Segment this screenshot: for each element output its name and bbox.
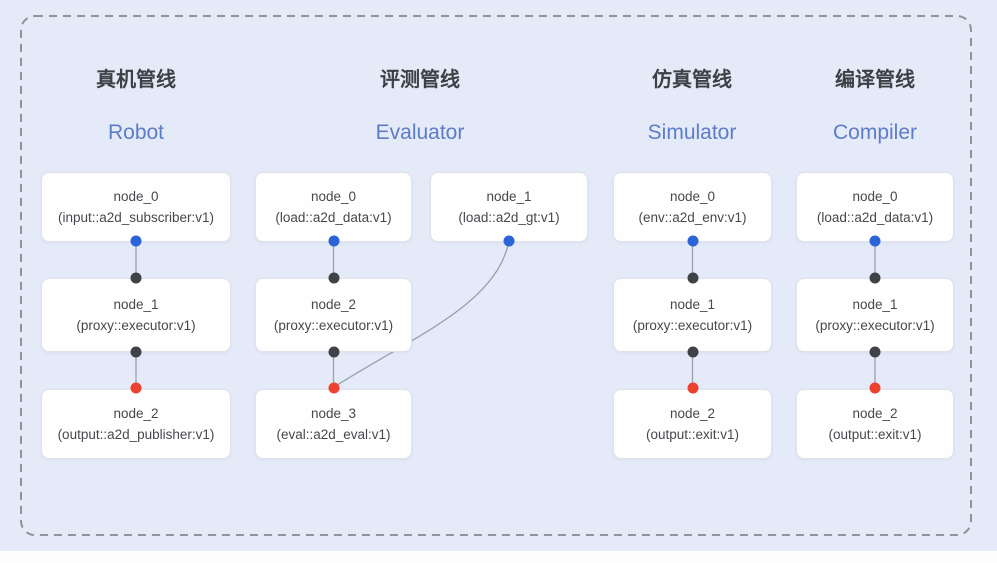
pipeline-title-compiler-zh: 编译管线 xyxy=(835,69,915,91)
pipeline-subtitle-robot: Robot xyxy=(107,121,165,144)
port-dot-simulator-node2-in xyxy=(687,382,698,394)
node-type: (input::a2d_subscriber:v1) xyxy=(57,210,215,225)
node-box-compiler-node0: node_0 (load::a2d_data:v1) xyxy=(796,172,954,242)
node-type: (load::a2d_data:v1) xyxy=(816,210,934,225)
node-type: (proxy::executor:v1) xyxy=(76,318,196,333)
port-dot-simulator-node0-out xyxy=(687,235,698,247)
port-dot-evaluator-node0-out xyxy=(328,235,339,247)
pipeline-subtitle-evaluator: Evaluator xyxy=(375,121,465,144)
node-name: node_1 xyxy=(486,189,532,204)
port-dot-robot-node1-in xyxy=(130,272,142,284)
pipeline-title-simulator-zh: 仿真管线 xyxy=(652,69,732,91)
node-type: (env::a2d_env:v1) xyxy=(638,210,747,225)
node-type: (eval::a2d_eval:v1) xyxy=(276,427,391,442)
node-type: (output::exit:v1) xyxy=(645,427,740,442)
port-dot-evaluator-node3-in xyxy=(328,382,339,394)
port-dot-robot-node0-out xyxy=(130,235,142,247)
port-dot-robot-node1-out xyxy=(130,346,142,358)
node-name: node_0 xyxy=(113,189,159,204)
pipeline-subtitle-simulator: Simulator xyxy=(647,121,737,144)
node-box-simulator-node1: node_1 (proxy::executor:v1) xyxy=(613,278,772,352)
port-dot-compiler-node1-in xyxy=(869,272,881,284)
node-box-simulator-node2: node_2 (output::exit:v1) xyxy=(613,389,772,459)
page-bottom-edge xyxy=(0,551,997,563)
node-box-evaluator-node0: node_0 (load::a2d_data:v1) xyxy=(255,172,412,242)
node-name: node_2 xyxy=(113,406,159,421)
node-box-evaluator-node2: node_2 (proxy::executor:v1) xyxy=(255,278,412,352)
node-name: node_0 xyxy=(669,189,716,204)
port-dot-compiler-node0-out xyxy=(869,235,881,247)
port-dot-evaluator-node2-in xyxy=(328,272,339,284)
port-dot-simulator-node1-in xyxy=(687,272,698,284)
node-type: (proxy::executor:v1) xyxy=(273,318,394,333)
pipeline-title-evaluator-zh: 评测管线 xyxy=(380,69,460,91)
pipeline-subtitle-compiler: Compiler xyxy=(832,121,918,144)
port-dot-evaluator-node2-out xyxy=(328,346,339,358)
node-name: node_0 xyxy=(310,189,357,204)
node-name: node_2 xyxy=(310,297,357,312)
node-name: node_3 xyxy=(310,406,357,421)
node-name: node_1 xyxy=(852,297,898,312)
node-name: node_2 xyxy=(852,406,898,421)
port-dot-compiler-node2-in xyxy=(869,382,881,394)
node-box-robot-node2: node_2 (output::a2d_publisher:v1) xyxy=(41,389,231,459)
node-box-evaluator-node1: node_1 (load::a2d_gt:v1) xyxy=(430,172,588,242)
port-dot-compiler-node1-out xyxy=(869,346,881,358)
node-type: (proxy::executor:v1) xyxy=(632,318,753,333)
node-type: (proxy::executor:v1) xyxy=(815,318,935,333)
node-box-compiler-node1: node_1 (proxy::executor:v1) xyxy=(796,278,954,352)
node-box-compiler-node2: node_2 (output::exit:v1) xyxy=(796,389,954,459)
node-box-robot-node1: node_1 (proxy::executor:v1) xyxy=(41,278,231,352)
node-box-evaluator-node3: node_3 (eval::a2d_eval:v1) xyxy=(255,389,412,459)
port-dot-simulator-node1-out xyxy=(687,346,698,358)
pipeline-title-robot-zh: 真机管线 xyxy=(96,69,176,91)
node-name: node_1 xyxy=(113,297,159,312)
port-dot-robot-node2-in xyxy=(130,382,142,394)
node-type: (load::a2d_data:v1) xyxy=(275,210,392,225)
node-type: (output::exit:v1) xyxy=(828,427,922,442)
node-box-robot-node0: node_0 (input::a2d_subscriber:v1) xyxy=(41,172,231,242)
node-box-simulator-node0: node_0 (env::a2d_env:v1) xyxy=(613,172,772,242)
port-dot-evaluator-node1-out xyxy=(503,235,515,247)
node-type: (output::a2d_publisher:v1) xyxy=(57,427,215,442)
dashed-frame xyxy=(20,15,972,536)
node-name: node_1 xyxy=(669,297,716,312)
node-name: node_0 xyxy=(852,189,898,204)
node-name: node_2 xyxy=(669,406,716,421)
node-type: (load::a2d_gt:v1) xyxy=(458,210,560,225)
edge-evaluator-n1-n3 xyxy=(333,240,510,388)
